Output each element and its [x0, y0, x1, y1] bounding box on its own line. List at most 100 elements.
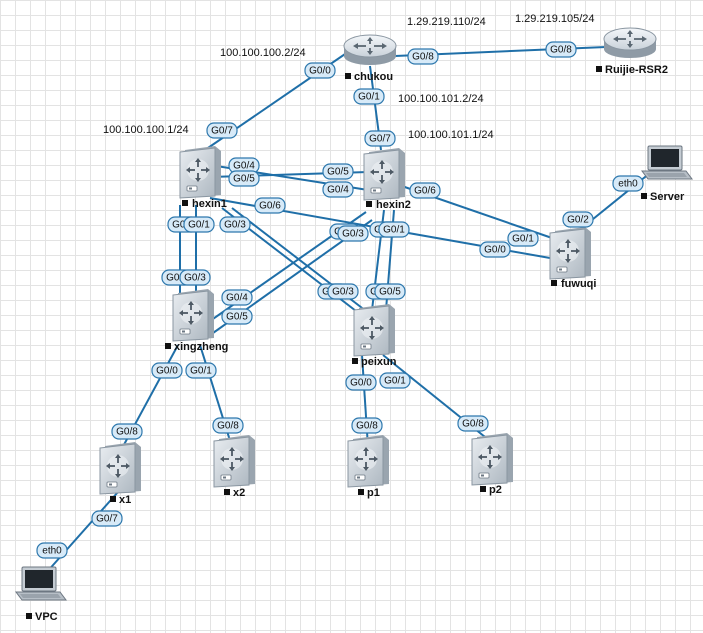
node-marker	[480, 486, 486, 492]
svg-text:G0/4: G0/4	[233, 161, 255, 172]
port-label: G0/7	[364, 130, 396, 147]
node-marker	[551, 280, 557, 286]
svg-text:G0/8: G0/8	[116, 427, 138, 438]
node-peixun[interactable]: peixun	[352, 303, 397, 368]
port-label: G0/4	[221, 289, 253, 306]
node-xingzheng[interactable]: xingzheng	[165, 288, 228, 353]
port-label: G0/2	[562, 211, 594, 228]
node-p1[interactable]: p1	[347, 434, 390, 499]
port-label: G0/4	[322, 181, 354, 198]
link-x1-vpc	[45, 491, 119, 574]
node-label: x1	[119, 494, 131, 506]
node-marker	[182, 200, 188, 206]
svg-text:G0/5: G0/5	[327, 167, 349, 178]
port-label: G0/5	[374, 283, 406, 300]
node-label: VPC	[35, 611, 58, 623]
svg-text:G0/1: G0/1	[188, 220, 210, 231]
port-label: G0/3	[179, 269, 211, 286]
svg-text:G0/6: G0/6	[414, 186, 436, 197]
svg-text:G0/0: G0/0	[350, 378, 372, 389]
port-label: eth0	[612, 175, 644, 192]
node-label: Ruijie-RSR2	[605, 64, 668, 76]
svg-text:G0/8: G0/8	[412, 52, 434, 63]
ip-address-label: 100.100.101.2/24	[398, 93, 484, 105]
node-ruijie-rsr2[interactable]: Ruijie-RSR2	[596, 27, 668, 76]
svg-text:G0/8: G0/8	[356, 421, 378, 432]
node-chukou[interactable]: chukou	[343, 34, 397, 83]
port-label: G0/8	[351, 417, 383, 434]
port-label: G0/1	[185, 362, 217, 379]
svg-text:G0/7: G0/7	[96, 514, 118, 525]
svg-text:G0/4: G0/4	[327, 185, 349, 196]
node-label: chukou	[354, 71, 393, 83]
node-p2[interactable]: p2	[471, 432, 514, 496]
node-label: xingzheng	[174, 341, 228, 353]
svg-text:G0/1: G0/1	[190, 366, 212, 377]
port-label: eth0	[36, 542, 68, 559]
svg-text:G0/1: G0/1	[358, 92, 380, 103]
svg-text:G0/2: G0/2	[567, 215, 589, 226]
node-label: hexin2	[376, 199, 411, 211]
port-label: G0/7	[206, 122, 238, 139]
node-marker	[224, 489, 230, 495]
port-label: G0/1	[379, 372, 411, 389]
node-marker	[165, 343, 171, 349]
ip-address-label: 100.100.100.2/24	[220, 47, 306, 59]
svg-text:G0/5: G0/5	[233, 174, 255, 185]
node-marker	[358, 489, 364, 495]
svg-text:G0/?: G0/?	[172, 220, 194, 231]
port-label: G0/5	[322, 163, 354, 180]
svg-text:G0/1: G0/1	[383, 225, 405, 236]
port-label: G0/8	[457, 415, 489, 432]
svg-text:G0/3: G0/3	[342, 229, 364, 240]
node-server[interactable]: Server	[641, 145, 693, 203]
svg-text:G0/8: G0/8	[550, 45, 572, 56]
node-label: p2	[489, 484, 502, 496]
node-marker	[366, 201, 372, 207]
port-label: G0/0	[345, 374, 377, 391]
node-vpc[interactable]: VPC	[15, 566, 67, 623]
ip-address-label: 100.100.101.1/24	[408, 129, 494, 141]
svg-text:G0/3: G0/3	[224, 220, 246, 231]
svg-text:G0/1: G0/1	[512, 234, 534, 245]
svg-text:eth0: eth0	[42, 546, 62, 557]
port-label: G0/3	[337, 225, 369, 242]
svg-text:G0/7: G0/7	[369, 134, 391, 145]
port-label: G0/5	[228, 170, 260, 187]
port-label: G0/0	[479, 241, 511, 258]
svg-text:G0/0: G0/0	[484, 245, 506, 256]
node-marker	[641, 193, 647, 199]
port-label: G0/8	[111, 423, 143, 440]
port-label: G0/1	[183, 216, 215, 233]
port-label: G0/6	[409, 182, 441, 199]
node-x2[interactable]: x2	[213, 434, 256, 499]
svg-text:G0/8: G0/8	[217, 421, 239, 432]
svg-text:G0/0: G0/0	[309, 66, 331, 77]
node-label: x2	[233, 487, 245, 499]
node-label: fuwuqi	[561, 278, 596, 290]
node-x1[interactable]: x1	[99, 441, 142, 506]
node-marker	[352, 358, 358, 364]
port-label: G0/8	[407, 48, 439, 65]
node-fuwuqi[interactable]: fuwuqi	[549, 226, 596, 290]
svg-text:G0/8: G0/8	[462, 419, 484, 430]
svg-text:G0/3: G0/3	[184, 273, 206, 284]
port-label: G0/5	[221, 308, 253, 325]
node-hexin2[interactable]: hexin2	[363, 147, 411, 211]
node-marker	[26, 613, 32, 619]
svg-text:eth0: eth0	[618, 179, 638, 190]
node-hexin1[interactable]: hexin1	[179, 145, 227, 210]
svg-text:G0/5: G0/5	[226, 312, 248, 323]
port-label: G0/0	[304, 62, 336, 79]
ip-address-label: 100.100.100.1/24	[103, 124, 189, 136]
port-label: G0/1	[353, 88, 385, 105]
port-label: G0/0	[151, 362, 183, 379]
port-label: G0/7	[91, 510, 123, 527]
ip-address-label: 1.29.219.110/24	[407, 16, 486, 28]
node-label: p1	[367, 487, 380, 499]
svg-text:G0/3: G0/3	[332, 287, 354, 298]
port-label: G0/8	[545, 41, 577, 58]
svg-text:G0/?: G0/?	[166, 273, 188, 284]
port-label: G0/3	[219, 216, 251, 233]
